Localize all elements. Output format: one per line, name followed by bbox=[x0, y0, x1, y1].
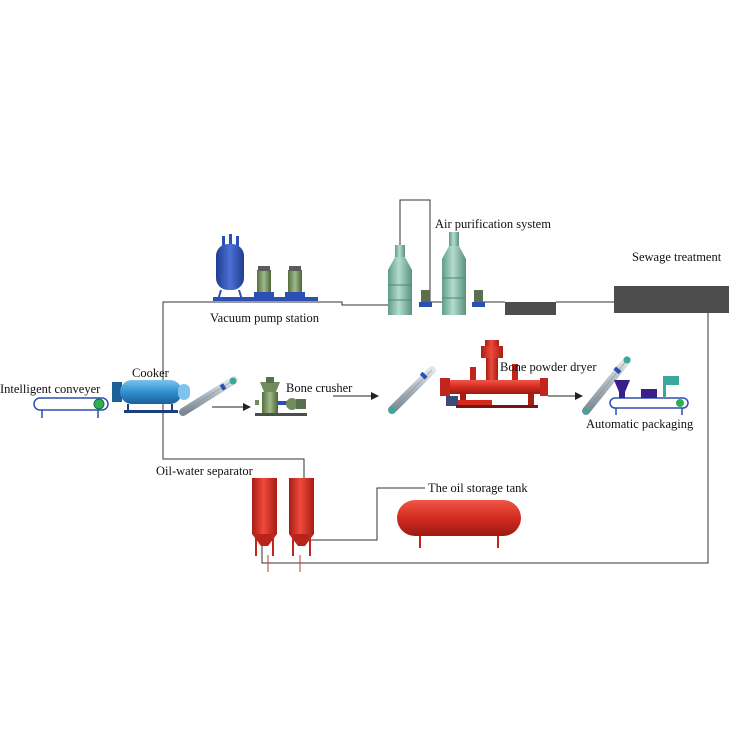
separator-tank-2 bbox=[289, 478, 314, 534]
vacuum-tank bbox=[216, 244, 244, 290]
crusher-body bbox=[262, 392, 278, 414]
packaging-hopper bbox=[614, 380, 630, 392]
settling-basin bbox=[505, 302, 556, 315]
label-automatic-packaging: Automatic packaging bbox=[586, 417, 694, 431]
sewage-basin bbox=[614, 286, 729, 313]
label-bone-powder-dryer: Bone powder dryer bbox=[500, 360, 597, 374]
label-sewage-treatment: Sewage treatment bbox=[632, 250, 722, 264]
oil-water-separator bbox=[252, 478, 314, 556]
label-cooker: Cooker bbox=[132, 366, 170, 380]
oil-storage-tank bbox=[397, 500, 521, 548]
screw-elevator-2 bbox=[388, 366, 436, 414]
oil-tank-vessel bbox=[397, 500, 521, 536]
label-air-purification: Air purification system bbox=[435, 217, 551, 231]
label-vacuum-pump-station: Vacuum pump station bbox=[210, 311, 320, 325]
separator-tank-1 bbox=[252, 478, 277, 534]
label-oil-storage-tank: The oil storage tank bbox=[428, 481, 528, 495]
vacuum-pump-1 bbox=[257, 270, 271, 294]
air-purification-system bbox=[388, 232, 485, 315]
dryer-drum bbox=[448, 380, 544, 394]
sewage-treatment bbox=[505, 286, 729, 315]
labels: Air purification system Sewage treatment… bbox=[0, 217, 722, 495]
label-bone-crusher: Bone crusher bbox=[286, 381, 353, 395]
intelligent-conveyer bbox=[33, 397, 109, 418]
flow-arrows bbox=[212, 392, 583, 411]
screw-elevator-3 bbox=[582, 356, 631, 415]
automatic-packaging bbox=[609, 376, 689, 415]
vacuum-pump-station bbox=[213, 234, 318, 301]
label-intelligent-conveyer: Intelligent conveyer bbox=[0, 382, 101, 396]
label-oil-water-separator: Oil-water separator bbox=[156, 464, 254, 478]
screw-elevator-1 bbox=[179, 376, 238, 416]
scrubber-tower-1 bbox=[388, 270, 412, 315]
scrubber-tower-2 bbox=[442, 259, 466, 315]
pipe-network bbox=[162, 199, 709, 572]
vacuum-pump-2 bbox=[288, 270, 302, 294]
cooker bbox=[112, 380, 190, 413]
cooker-vessel bbox=[120, 380, 182, 404]
bone-crusher bbox=[255, 377, 307, 416]
bone-powder-dryer bbox=[440, 340, 548, 408]
